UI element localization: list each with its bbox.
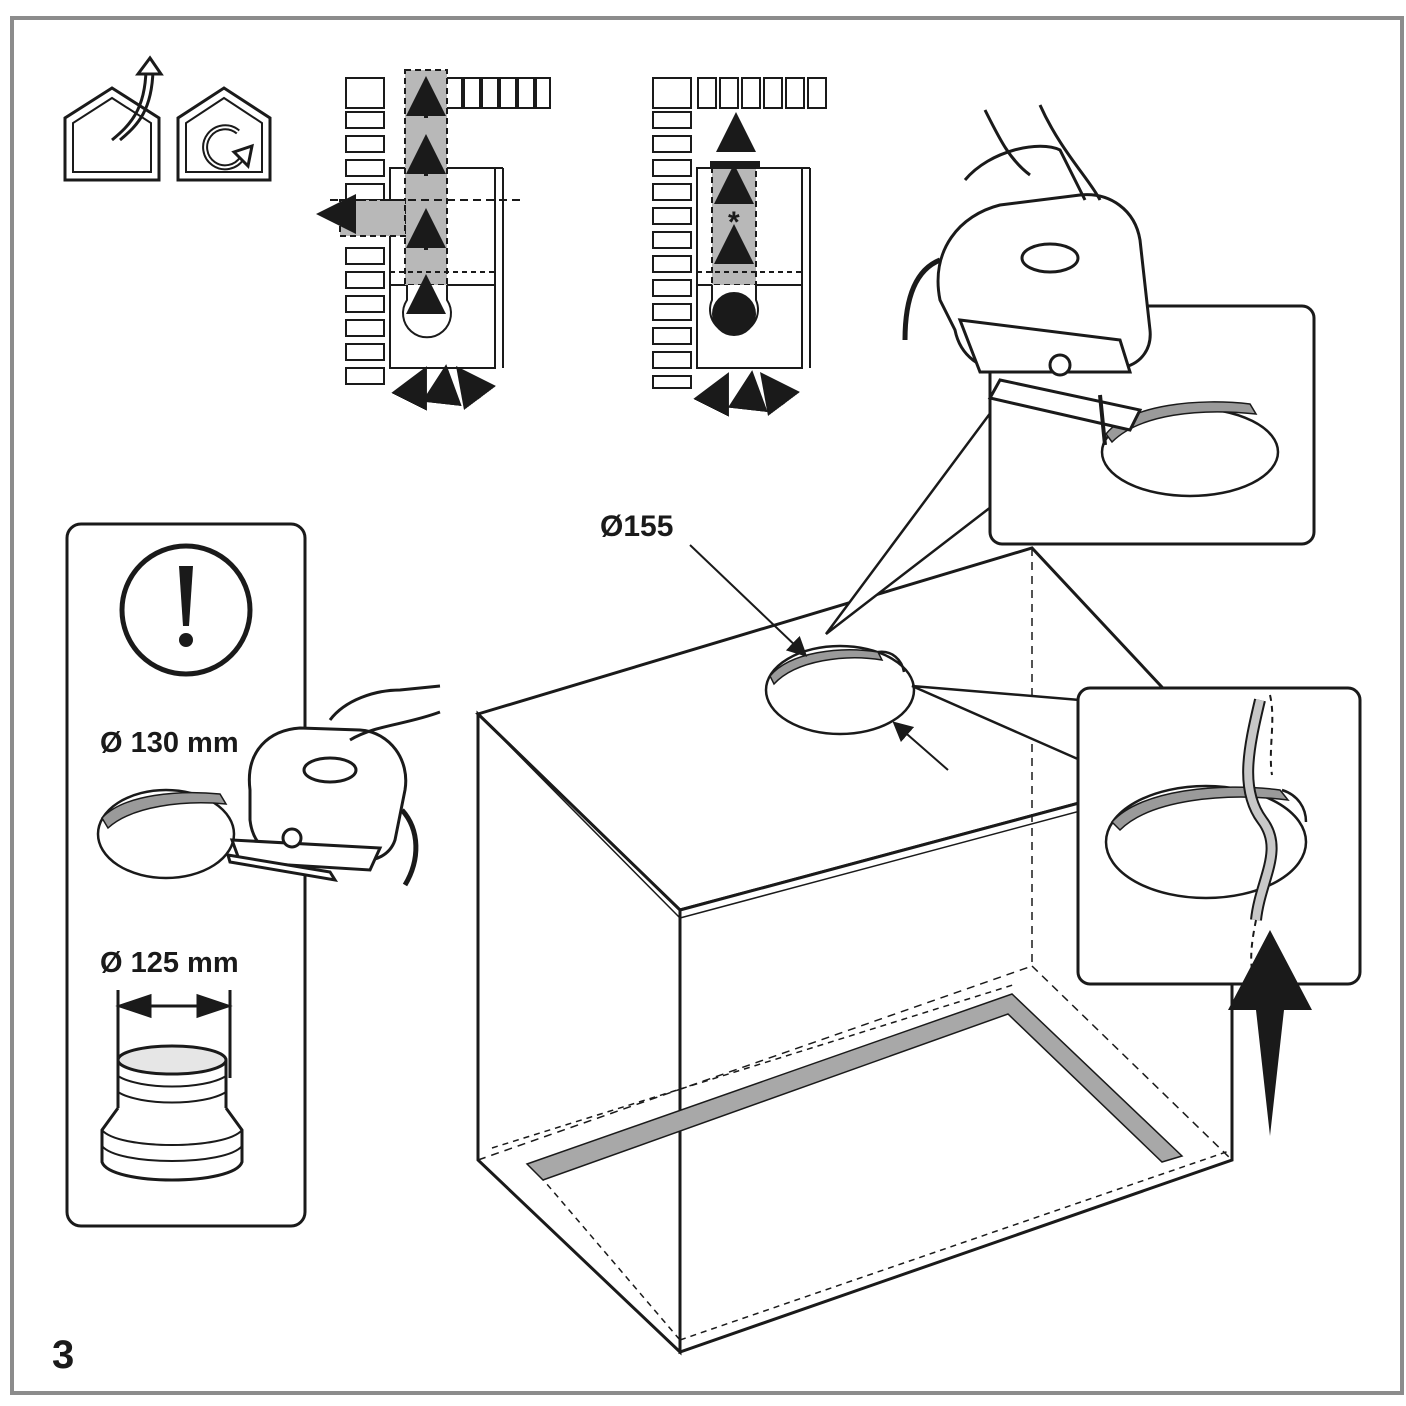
- hole-diameter-label: Ø155: [600, 510, 673, 543]
- house-recirculation-icon: [176, 86, 272, 182]
- exclamation-warning-icon: [119, 543, 253, 677]
- house-exhaust-icon: [63, 55, 164, 182]
- cable-callout: [911, 684, 1362, 986]
- duct-adapter: [100, 1044, 244, 1182]
- cut-diameter-label: Ø 130 mm: [100, 727, 239, 759]
- adapter-dimension-arrow: [115, 990, 233, 1078]
- cable-up-arrow: [1228, 930, 1312, 1136]
- recirculation-airflow-arrows: [693, 112, 800, 417]
- filter-asterisk: *: [728, 206, 740, 239]
- extraction-duct-diagram: [330, 69, 551, 385]
- extraction-airflow-arrows: [316, 76, 496, 411]
- cabinet-top-hole: [764, 644, 916, 736]
- cut-hole-left: [96, 788, 236, 880]
- step-number: 3: [52, 1333, 74, 1377]
- adapter-diameter-label: Ø 125 mm: [100, 947, 239, 979]
- recirculation-duct-diagram: [652, 77, 827, 389]
- jigsaw-tool-left: [225, 684, 441, 887]
- outer-frame: [10, 16, 1404, 1395]
- bottom-frame-strip: [525, 993, 1184, 1181]
- hole-pointer-line-lower: [892, 721, 949, 771]
- jigsaw-tool-top: [902, 104, 1152, 446]
- hole-pointer-line: [689, 544, 808, 657]
